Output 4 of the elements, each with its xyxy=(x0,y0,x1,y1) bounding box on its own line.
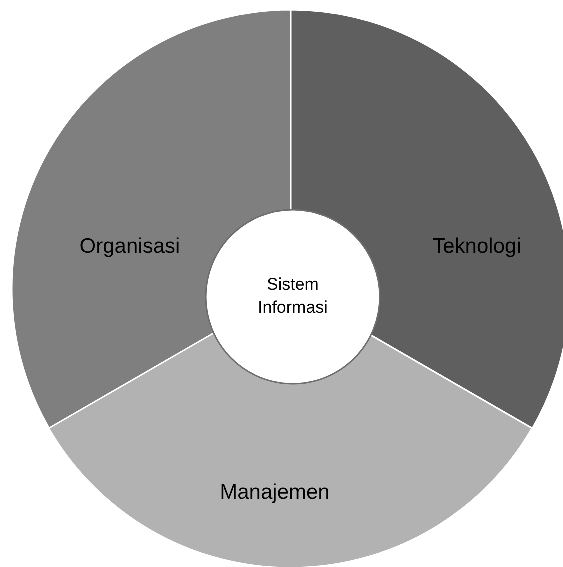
center-label: Sistem Informasi xyxy=(257,274,329,319)
segment-label: Manajemen xyxy=(220,481,330,505)
segment-label: Organisasi xyxy=(80,235,180,259)
segment-label: Teknologi xyxy=(432,235,522,259)
